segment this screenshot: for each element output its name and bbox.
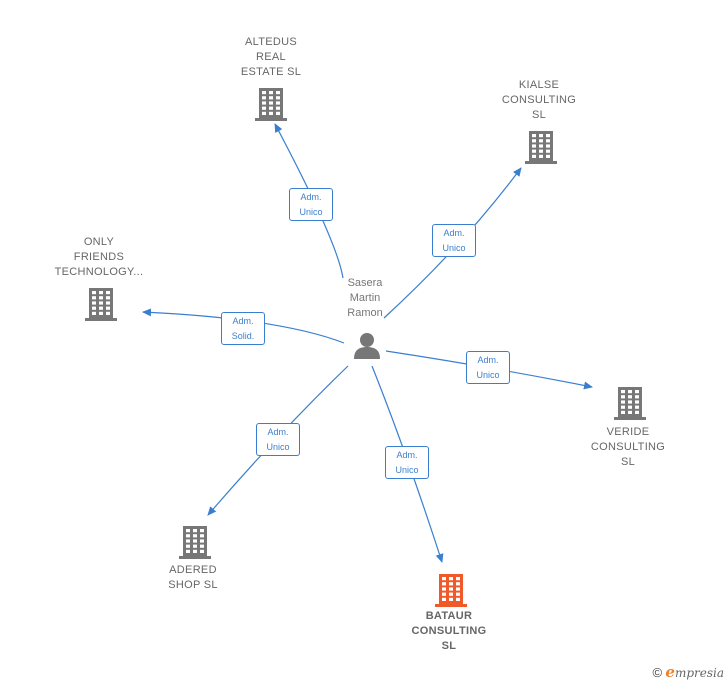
company-name-veride[interactable]: VERIDE CONSULTING SL [590, 426, 666, 468]
company-name-altedus[interactable]: ALTEDUS REAL ESTATE SL [240, 36, 302, 78]
person-icon [354, 333, 380, 359]
brand-name: mpresia [674, 666, 724, 680]
building-icon[interactable] [524, 129, 558, 165]
edge-altedus [274, 123, 344, 279]
building-icon[interactable] [178, 524, 212, 560]
role-badge-only[interactable]: Adm. Solid. [221, 312, 265, 345]
copyright-symbol: © [652, 665, 663, 680]
company-name-only[interactable]: ONLY FRIENDS TECHNOLOGY... [54, 236, 144, 278]
role-badge-altedus[interactable]: Adm. Unico [289, 188, 333, 221]
footer-brand: © empresia [652, 663, 724, 681]
building-icon[interactable] [613, 385, 647, 421]
role-badge-bataur[interactable]: Adm. Unico [385, 446, 429, 479]
role-badge-adered[interactable]: Adm. Unico [256, 423, 300, 456]
company-name-adered[interactable]: ADERED SHOP SL [168, 564, 218, 591]
building-icon[interactable] [84, 286, 118, 322]
role-badge-veride[interactable]: Adm. Unico [466, 351, 510, 384]
company-name-kialse[interactable]: KIALSE CONSULTING SL [501, 79, 577, 121]
company-name-bataur[interactable]: BATAUR CONSULTING SL [411, 610, 487, 652]
building-icon[interactable] [254, 86, 288, 122]
brand-logo-initial: e [665, 663, 675, 681]
role-badge-kialse[interactable]: Adm. Unico [432, 224, 476, 257]
person-name[interactable]: Sasera Martin Ramon [347, 277, 383, 319]
building-icon[interactable] [434, 572, 468, 608]
